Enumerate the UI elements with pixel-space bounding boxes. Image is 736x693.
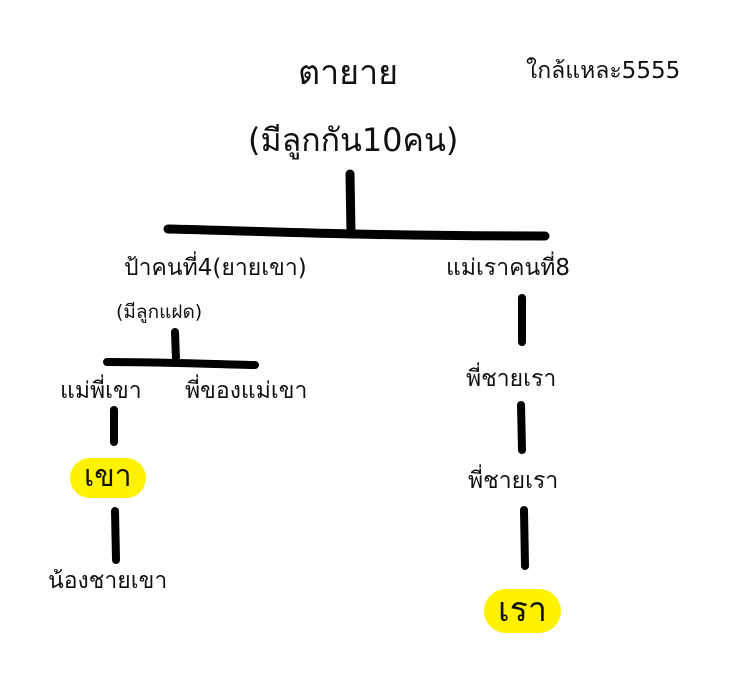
me-highlight-label: เรา xyxy=(484,589,561,633)
brother-1-label: พี่ชายเรา xyxy=(466,366,557,392)
aunt-note: (มีลูกแฝด) xyxy=(116,301,203,323)
twin-2-label: พี่ของแม่เขา xyxy=(185,378,308,404)
side-note: ใกล้แหละ5555 xyxy=(526,58,681,84)
root-title: ตายาย xyxy=(298,53,399,93)
root-subtitle: (มีลูกกัน10คน) xyxy=(248,121,459,159)
generation-bar xyxy=(163,224,550,241)
his-brother-label: น้องชายเขา xyxy=(48,568,168,594)
him-to-brother-line xyxy=(111,507,120,564)
twin-1-label: แม่พี่เขา xyxy=(60,378,142,404)
brother-2-label: พี่ชายเรา xyxy=(468,468,559,494)
aunt-label: ป้าคนที่4(ยายเขา) xyxy=(124,255,307,281)
him-highlight-label: เขา xyxy=(70,458,146,498)
mother-label: แม่เราคนที่8 xyxy=(446,255,571,281)
root-stem xyxy=(345,169,356,239)
twins-stem xyxy=(171,328,180,364)
brother-to-brother-line xyxy=(517,401,526,454)
brother-to-me-line xyxy=(520,506,529,570)
twins-bar xyxy=(103,358,259,369)
